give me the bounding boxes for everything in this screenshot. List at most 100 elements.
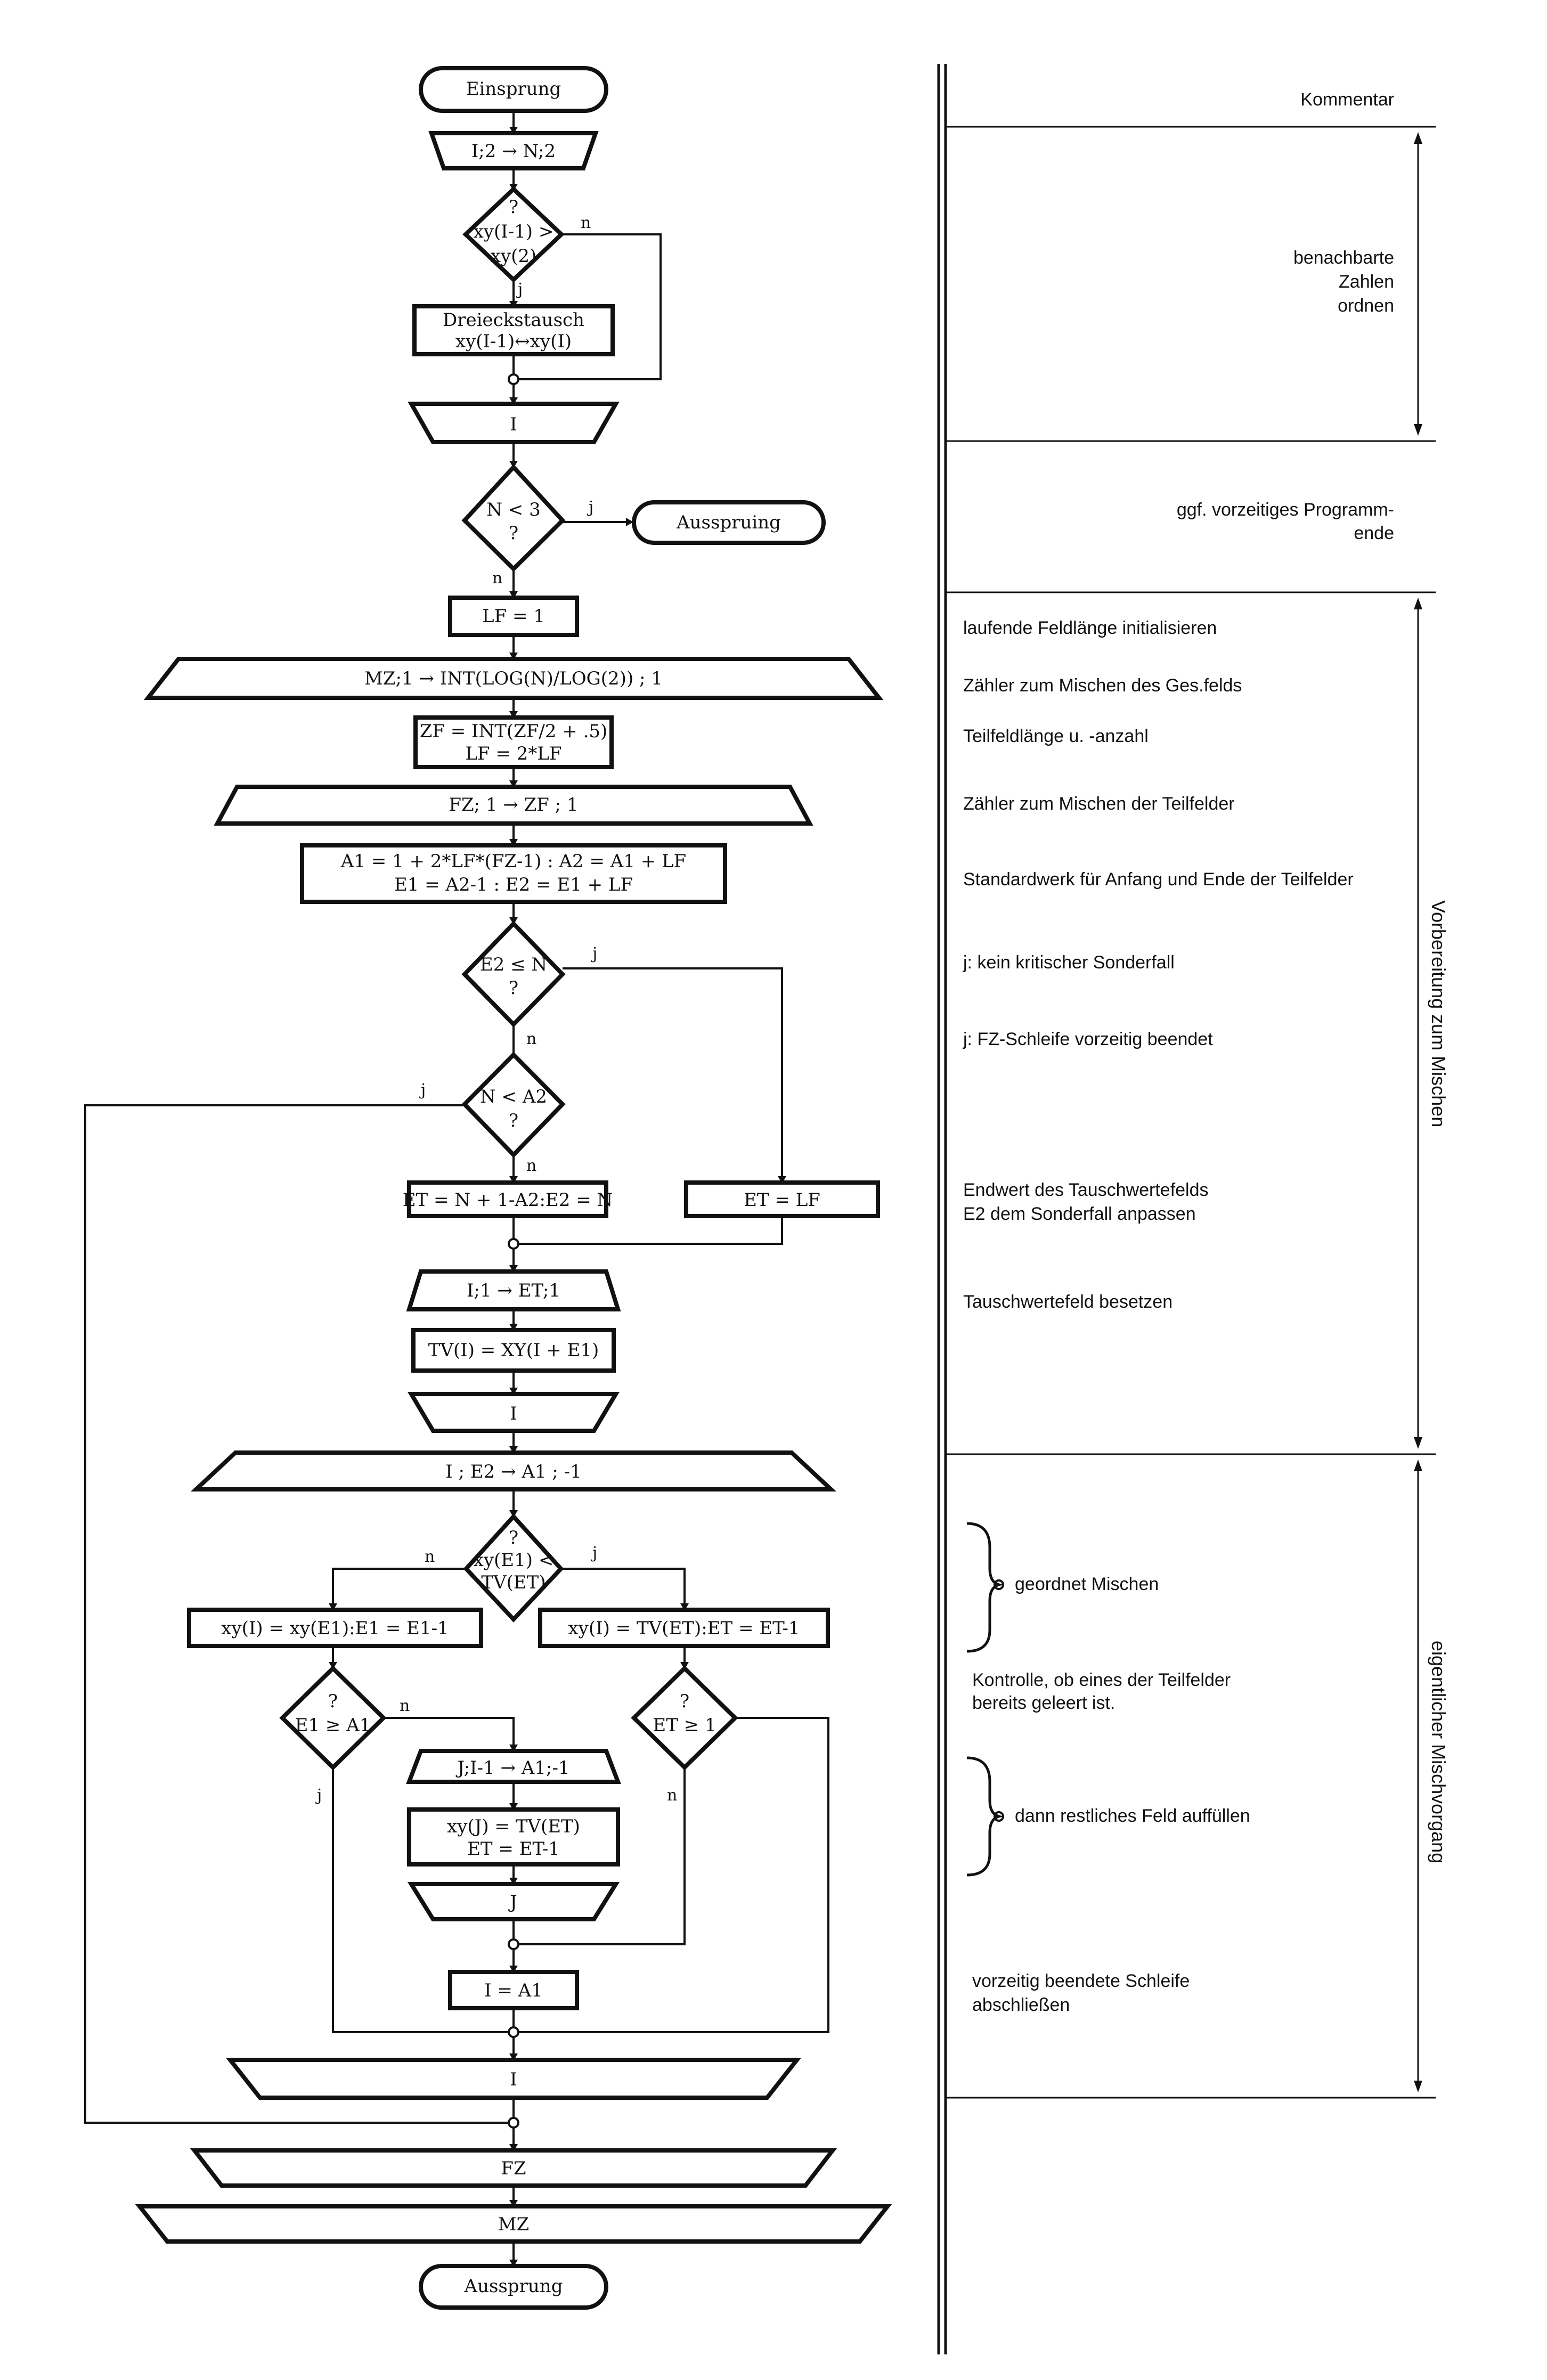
svg-text:I ; E2 → A1 ; -1: I ; E2 → A1 ; -1 (445, 1461, 581, 1482)
svg-text:Ausspruing: Ausspruing (676, 512, 781, 533)
cond5-diamond: ? xy(E1) < TV(ET) (463, 1513, 564, 1623)
svg-text:?: ? (509, 523, 518, 544)
svg-text:xy(J) = TV(ET): xy(J) = TV(ET) (447, 1816, 580, 1837)
svg-text:Aussprung: Aussprung (464, 2276, 563, 2297)
cond7-no-label: n (667, 1786, 677, 1805)
arrowheads (329, 127, 786, 2267)
svg-text:?: ? (509, 1110, 518, 1131)
svg-text:xy(I) = TV(ET):ET = ET-1: xy(I) = TV(ET):ET = ET-1 (568, 1618, 800, 1639)
cond3-yes-label: j (591, 944, 597, 963)
svg-text:TV(I) = XY(I + E1): TV(I) = XY(I + E1) (428, 1340, 599, 1361)
cond3-diamond: E2 ≤ N ? (461, 920, 566, 1028)
svg-text:Einsprung: Einsprung (466, 78, 561, 100)
svg-text:xy(I-1) >: xy(I-1) > (474, 221, 554, 242)
svg-text:xy(I-1)↔xy(I): xy(I-1)↔xy(I) (455, 331, 572, 352)
svg-text:xy(E1) <: xy(E1) < (474, 1550, 554, 1571)
cond4-yes-label: j (419, 1081, 426, 1099)
svg-text:E2 ≤ N: E2 ≤ N (480, 954, 547, 975)
comment-c8: j: kein kritischer Sonderfall (963, 952, 1175, 973)
svg-text:?: ? (509, 977, 518, 999)
cond1-yes-label: j (516, 280, 523, 299)
loop1-start: I;2 → N;2 (428, 131, 599, 170)
comment-c13-line1: Kontrolle, ob eines der Teilfelder (972, 1670, 1231, 1690)
comment-c15-line2: abschließen (972, 1995, 1070, 2015)
xyj-process: xy(J) = TV(ET) ET = ET-1 (407, 1807, 620, 1866)
svg-text:xy(2): xy(2) (491, 246, 537, 267)
cond5-no-label: n (425, 1547, 435, 1566)
assign-left-process: xy(I) = xy(E1):E1 = E1-1 (187, 1608, 483, 1648)
svg-text:LF = 1: LF = 1 (482, 606, 545, 627)
comment-c1-line1: benachbarte (1293, 248, 1394, 268)
svg-text:xy(I) = xy(E1):E1 = E1-1: xy(I) = xy(E1):E1 = E1-1 (221, 1618, 449, 1639)
comment-c9: j: FZ-Schleife vorzeitig beendet (963, 1029, 1213, 1049)
zf-process: ZF = INT(ZF/2 + .5) LF = 2*LF (413, 715, 614, 769)
cond1-diamond: ? xy(I-1) > xy(2) (462, 186, 565, 283)
svg-text:?: ? (680, 1691, 689, 1712)
svg-text:J;I-1 → A1;-1: J;I-1 → A1;-1 (455, 1757, 569, 1779)
cond4-no-label: n (526, 1156, 536, 1175)
cond6-yes-label: j (315, 1786, 322, 1805)
comment-c1-line2: Zahlen (1339, 272, 1394, 292)
cond3-no-label: n (526, 1030, 536, 1048)
comment-c5: Teilfeldlänge u. -anzahl (963, 726, 1149, 746)
cond2-diamond: N < 3 ? (461, 464, 566, 572)
svg-text:MZ;1 → INT(LOG(N)/LOG(2)) ; 1: MZ;1 → INT(LOG(N)/LOG(2)) ; 1 (364, 668, 663, 689)
j-loop-start: J;I-1 → A1;-1 (406, 1749, 621, 1784)
i2-loop-end: I (407, 1392, 620, 1433)
early-exit-terminal: Ausspruing (632, 500, 826, 545)
i3-loop-start: I ; E2 → A1 ; -1 (190, 1450, 837, 1491)
svg-text:ET = ET-1: ET = ET-1 (467, 1838, 560, 1860)
comment-header: Kommentar (1300, 89, 1394, 110)
ia1-process: I = A1 (448, 1970, 579, 2010)
cond1-no-label: n (581, 214, 591, 232)
comment-c10-line1: Endwert des Tauschwertefelds (963, 1180, 1209, 1200)
svg-text:?: ? (328, 1691, 338, 1712)
svg-text:Dreieckstausch: Dreieckstausch (443, 309, 584, 331)
svg-text:ET = N + 1-A2:E2 = N: ET = N + 1-A2:E2 = N (403, 1189, 613, 1211)
comment-c2-line1: ggf. vorzeitiges Programm- (1177, 500, 1394, 520)
svg-text:TV(ET): TV(ET) (481, 1572, 545, 1593)
comment-c4: Zähler zum Mischen des Ges.felds (963, 675, 1242, 696)
mz-loop-start: MZ;1 → INT(LOG(N)/LOG(2)) ; 1 (143, 657, 884, 700)
svg-text:N < 3: N < 3 (486, 499, 541, 520)
fz-loop-end: FZ (190, 2148, 837, 2188)
end-terminal: Aussprung (419, 2264, 608, 2310)
cond2-no-label: n (492, 569, 502, 588)
svg-text:A1 = 1 + 2*LF*(FZ-1) : A2 = A1: A1 = 1 + 2*LF*(FZ-1) : A2 = A1 + LF (340, 851, 687, 872)
cond6-no-label: n (400, 1697, 410, 1715)
svg-text:I;1 → ET;1: I;1 → ET;1 (467, 1280, 560, 1301)
comment-c3: laufende Feldlänge initialisieren (963, 618, 1217, 638)
svg-text:ET = LF: ET = LF (744, 1189, 820, 1211)
lf-init-process: LF = 1 (448, 596, 579, 637)
svg-text:I: I (510, 2069, 517, 2090)
svg-text:E1 = A2-1 : E2 = E1 + LF: E1 = A2-1 : E2 = E1 + LF (394, 874, 633, 895)
svg-text:FZ: FZ (501, 2158, 526, 2179)
tv-process: TV(I) = XY(I + E1) (411, 1328, 616, 1373)
svg-text:?: ? (509, 1527, 518, 1548)
svg-text:ZF = INT(ZF/2 + .5): ZF = INT(ZF/2 + .5) (420, 721, 608, 742)
mz-loop-end: MZ (135, 2204, 892, 2244)
comment-c1-line3: ordnen (1338, 296, 1394, 316)
cond7-diamond: ? ET ≥ 1 (631, 1665, 738, 1771)
svg-text:ET ≥ 1: ET ≥ 1 (653, 1715, 716, 1736)
cond2-yes-label: j (587, 498, 593, 517)
comment-c15-line1: vorzeitig beendete Schleife (972, 1971, 1190, 1991)
svg-text:LF = 2*LF: LF = 2*LF (465, 743, 561, 764)
section-label-2: eigentlicher Mischvorgang (1428, 1641, 1450, 1863)
start-terminal: Einsprung (419, 66, 608, 113)
svg-text:N < A2: N < A2 (480, 1086, 547, 1107)
assign-right-process: xy(I) = TV(ET):ET = ET-1 (538, 1608, 830, 1648)
et-right-process: ET = LF (684, 1180, 880, 1218)
svg-text:FZ; 1 → ZF ; 1: FZ; 1 → ZF ; 1 (449, 794, 578, 816)
svg-text:J: J (508, 1892, 517, 1913)
j-loop-end: J (407, 1882, 620, 1921)
comment-c10-line2: E2 dem Sonderfall anpassen (963, 1204, 1196, 1224)
fz-loop-start: FZ; 1 → ZF ; 1 (214, 785, 813, 826)
comment-column: Kommentar benachbarte Zahlen ordnen ggf.… (937, 64, 1450, 2354)
junctions (508, 373, 519, 2129)
svg-text:?: ? (509, 197, 518, 218)
svg-text:I;2 → N;2: I;2 → N;2 (471, 141, 556, 162)
section-label-1: Vorbereitung zum Mischen (1428, 900, 1450, 1127)
a-process: A1 = 1 + 2*LF*(FZ-1) : A2 = A1 + LF E1 =… (300, 843, 727, 904)
